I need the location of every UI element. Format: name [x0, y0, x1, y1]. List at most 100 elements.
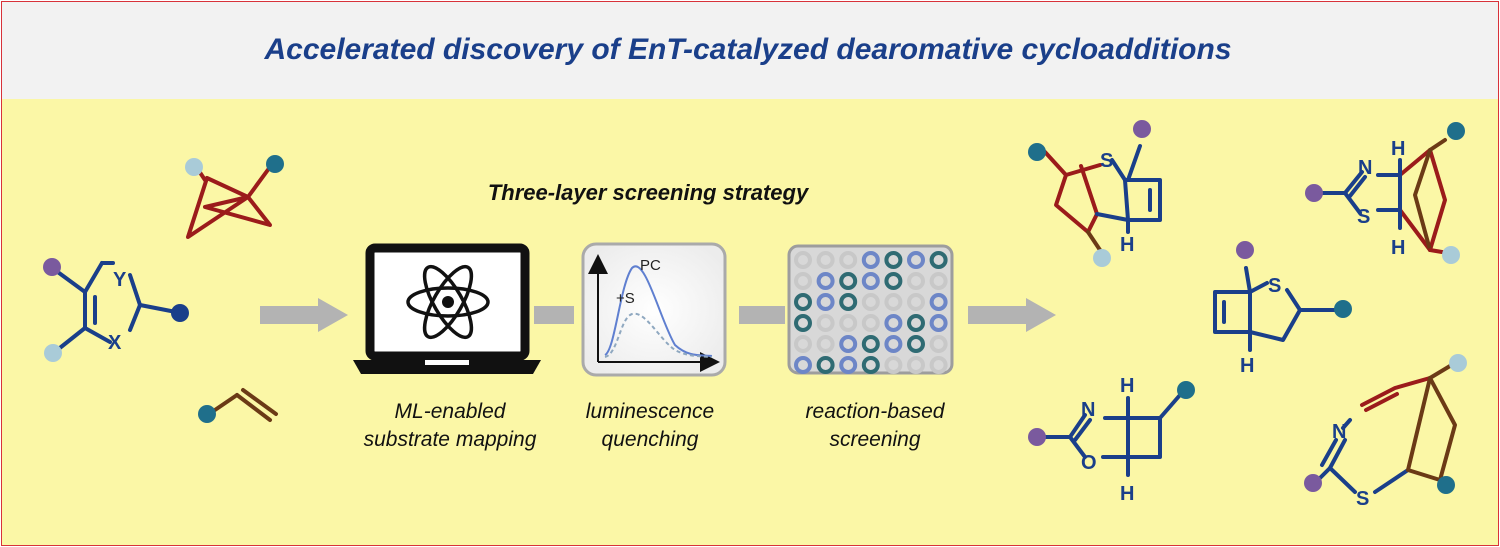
atom-icon	[406, 264, 490, 340]
plate-well	[839, 356, 858, 374]
substituent-dot	[1177, 381, 1195, 399]
plate-well	[816, 356, 835, 374]
substituent-dot	[185, 158, 203, 176]
atom-label-h: H	[1120, 375, 1134, 397]
plate-well	[929, 272, 948, 290]
plate-well	[884, 272, 903, 290]
plot-label-pc: PC	[640, 257, 661, 274]
plate-well	[839, 293, 858, 311]
product-thiabicycle	[1043, 144, 1162, 252]
substituent-dot	[1447, 122, 1465, 140]
substituent-dot	[1133, 120, 1151, 138]
plate-well	[861, 314, 880, 332]
substituent-dot	[1028, 428, 1046, 446]
plate-well	[794, 335, 812, 353]
plate-well	[839, 251, 858, 269]
caption-reaction-screening: reaction-based screening	[775, 398, 975, 454]
plate-well	[794, 314, 812, 332]
connector-bar	[739, 306, 785, 324]
plate-well	[929, 335, 948, 353]
bicyclobutane-reagent	[186, 165, 272, 239]
plate-well	[816, 314, 835, 332]
product-thiazoline-bicycle	[1318, 138, 1447, 254]
plate-well	[861, 251, 880, 269]
plate-well	[907, 293, 925, 311]
caption-ml-mapping: ML-enabled substrate mapping	[350, 398, 550, 454]
substituent-dot	[44, 344, 62, 362]
plate-well	[884, 314, 903, 332]
atom-label-h: H	[1391, 237, 1405, 259]
plate-well	[816, 251, 835, 269]
process-arrow	[968, 298, 1056, 332]
plate-well	[929, 356, 948, 374]
nucleus-dot	[442, 296, 454, 308]
product-thiabicyclooctene	[1213, 266, 1338, 352]
plate-well	[794, 272, 812, 290]
plate-well	[884, 356, 903, 374]
substituent-dot	[1028, 143, 1046, 161]
caption-line: luminescence	[585, 400, 715, 423]
header-band	[2, 2, 1498, 99]
substituent-dot	[1442, 246, 1460, 264]
well-grid	[794, 251, 948, 374]
connector-bar	[534, 306, 574, 324]
substituent-dot	[1305, 184, 1323, 202]
well-plate-icon	[787, 244, 954, 375]
product-oxazoline-bicycle	[1041, 393, 1182, 477]
substituent-dot	[1449, 354, 1467, 372]
plate-well	[929, 293, 948, 311]
plate-well	[816, 293, 835, 311]
plate-well	[816, 335, 835, 353]
laptop-icon	[353, 243, 541, 374]
plate-well	[884, 293, 903, 311]
substituent-dot	[1304, 474, 1322, 492]
plate-well	[861, 272, 880, 290]
plate-well	[884, 251, 903, 269]
substituent-dot	[1334, 300, 1352, 318]
atom-label-n: N	[1332, 421, 1346, 443]
caption-line: ML-enabled	[394, 400, 506, 423]
plate-well	[839, 314, 858, 332]
plate-well	[907, 272, 925, 290]
atom-label-h: H	[1391, 138, 1405, 160]
figure-title: Accelerated discovery of EnT-catalyzed d…	[264, 33, 1232, 66]
caption-line: substrate mapping	[363, 428, 537, 451]
substituent-dot	[266, 155, 284, 173]
atom-label-s: S	[1100, 150, 1113, 172]
plate-well	[907, 356, 925, 374]
plate-well	[884, 335, 903, 353]
plate-well	[907, 251, 925, 269]
substituent-dot	[171, 304, 189, 322]
atom-label-n: N	[1081, 399, 1095, 421]
plate-well	[839, 335, 858, 353]
atom-label-s: S	[1357, 206, 1370, 228]
plate-well	[861, 293, 880, 311]
plate-well	[861, 356, 880, 374]
heteroarene-substrate	[53, 261, 178, 353]
plate-well	[794, 356, 812, 374]
luminescence-plot-icon	[581, 242, 727, 377]
plate-well	[929, 251, 948, 269]
plate-well	[907, 314, 925, 332]
alkene-reagent	[210, 388, 278, 422]
substituent-dot	[198, 405, 216, 423]
atom-label-o: O	[1081, 452, 1097, 474]
product-thiazepine-bicycle	[1316, 364, 1457, 494]
plate-well	[816, 272, 835, 290]
substituent-dot	[1437, 476, 1455, 494]
caption-line: quenching	[601, 428, 699, 451]
process-arrow	[260, 298, 348, 332]
plate-well	[907, 335, 925, 353]
atom-label-s: S	[1356, 488, 1369, 510]
substituent-dot	[1093, 249, 1111, 267]
atom-label-s: S	[1268, 275, 1281, 297]
atom-label-y: Y	[113, 269, 127, 291]
caption-line: reaction-based	[805, 400, 945, 423]
substituent-dot	[43, 258, 61, 276]
plate-well	[861, 335, 880, 353]
atom-label-n: N	[1358, 157, 1372, 179]
atom-label-h: H	[1120, 483, 1134, 505]
substituent-dot	[1236, 241, 1254, 259]
